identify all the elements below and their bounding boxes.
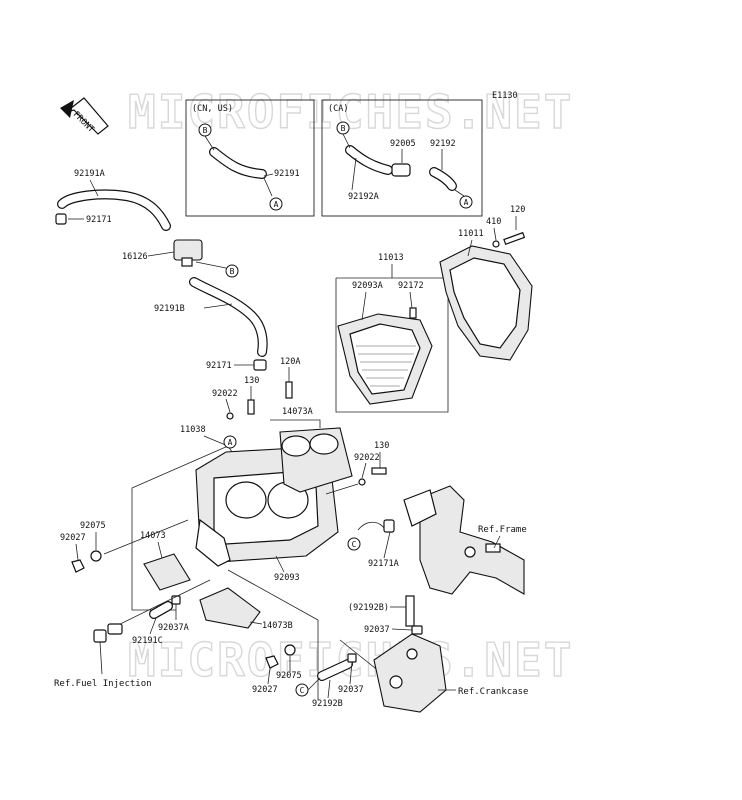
svg-text:11013: 11013 [378, 253, 404, 263]
diagram-code: E1130 [492, 91, 518, 101]
svg-text:92022: 92022 [354, 453, 380, 463]
svg-text:92027: 92027 [252, 685, 278, 695]
hose-92191B: 92191B [154, 277, 268, 357]
svg-text:92192B: 92192B [312, 699, 343, 709]
svg-text:C: C [352, 540, 357, 549]
grommet-92075-left [90, 550, 102, 562]
svg-text:92027: 92027 [60, 533, 86, 543]
svg-text:92171: 92171 [206, 361, 232, 371]
label-92192A: 92192A [348, 192, 379, 202]
svg-text:120A: 120A [280, 357, 300, 367]
valve-16126: 16126 B [122, 239, 239, 278]
svg-text:A: A [464, 198, 469, 207]
element-14073: 14073 [140, 531, 191, 591]
svg-text:11038: 11038 [180, 425, 206, 435]
svg-text:B: B [230, 267, 235, 276]
clamp-92037-bottom [347, 653, 357, 663]
washer-410 [492, 240, 500, 248]
element-14073A: 14073A [270, 407, 353, 493]
bolt-120 [503, 231, 526, 246]
clamp-92171A [383, 519, 395, 533]
svg-text:130: 130 [244, 376, 259, 386]
callout-a-housing [223, 435, 237, 449]
front-arrow-icon: FRONT [60, 97, 109, 135]
svg-text:92093: 92093 [274, 573, 300, 583]
cn-us-box: (CN, US) B 92191 A [185, 99, 315, 217]
washer-92022-left [226, 412, 234, 420]
svg-text:92191B: 92191B [154, 304, 185, 314]
label-92191: 92191 [274, 169, 300, 179]
label-92192: 92192 [430, 139, 456, 149]
svg-text:16126: 16126 [122, 252, 148, 262]
svg-text:14073A: 14073A [282, 407, 313, 417]
svg-text:92172: 92172 [398, 281, 424, 291]
svg-text:A: A [228, 438, 233, 447]
svg-text:92037A: 92037A [158, 623, 189, 633]
ref-crankcase: Ref.Crankcase [458, 687, 528, 697]
nut-92027-bottom [265, 655, 279, 669]
hose-92191A: 92191A 92171 [55, 169, 171, 231]
bolt-130-right [371, 467, 387, 475]
drain-fitting [93, 623, 123, 675]
clamp-92171 [253, 359, 267, 371]
hose-92192B-vertical [405, 595, 415, 627]
svg-text:14073: 14073 [140, 531, 166, 541]
svg-text:410: 410 [486, 217, 501, 227]
cn-us-title: (CN, US) [192, 104, 233, 114]
element-14073B: 14073B [199, 587, 293, 631]
svg-text:92093A: 92093A [352, 281, 383, 291]
svg-text:14073B: 14073B [262, 621, 293, 631]
svg-text:A: A [274, 200, 279, 209]
bolt-120A [285, 381, 293, 399]
svg-text:B: B [203, 126, 208, 135]
svg-text:92037: 92037 [338, 685, 364, 695]
svg-text:92037: 92037 [364, 625, 390, 635]
svg-text:92075: 92075 [276, 671, 302, 681]
svg-text:120: 120 [510, 205, 525, 215]
screw-92172 [409, 307, 417, 319]
clamp-92037-mid [411, 625, 423, 635]
svg-text:130: 130 [374, 441, 389, 451]
clamp-92037A [171, 595, 181, 605]
svg-text:92191C: 92191C [132, 636, 163, 646]
callout-c-frame [347, 537, 361, 551]
cover-11011: 11011 [439, 229, 533, 361]
svg-text:92075: 92075 [80, 521, 106, 531]
grommet-92075-bottom [284, 644, 296, 656]
washer-92022-right [358, 478, 366, 486]
element-11013: 11013 92093A 92172 [335, 253, 449, 413]
ref-fuel-injection: Ref.Fuel Injection [54, 679, 152, 689]
svg-text:11011: 11011 [458, 229, 484, 239]
svg-text:C: C [300, 686, 305, 695]
bolt-130-left [247, 399, 255, 415]
ca-box: (CA) B 92005 92192 92192A A [321, 99, 483, 217]
svg-text:B: B [341, 124, 346, 133]
ca-title: (CA) [328, 104, 348, 114]
frame [403, 485, 525, 595]
svg-text:92171: 92171 [86, 215, 112, 225]
nut-92027-left [71, 559, 85, 573]
svg-text:92191A: 92191A [74, 169, 105, 179]
svg-text:(92192B): (92192B) [348, 603, 389, 613]
svg-text:92171A: 92171A [368, 559, 399, 569]
svg-text:92022: 92022 [212, 389, 238, 399]
ref-frame: Ref.Frame [478, 525, 527, 535]
label-92005: 92005 [390, 139, 416, 149]
